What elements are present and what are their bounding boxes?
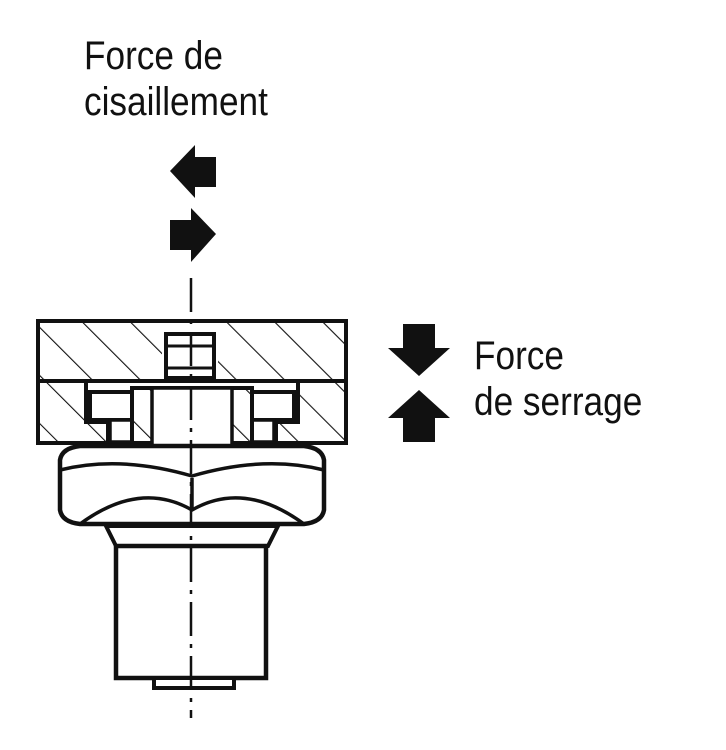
shear-arrows xyxy=(170,145,216,262)
shear-force-label-line1: Force de xyxy=(84,34,223,78)
arrow-down-icon xyxy=(388,324,450,376)
shear-force-label-line2: cisaillement xyxy=(84,80,268,124)
arrow-up-icon xyxy=(388,390,450,442)
arrow-left-icon xyxy=(170,145,216,198)
clamping-force-label: Force de serrage xyxy=(474,333,642,425)
clamping-force-label-line1: Force xyxy=(474,334,564,378)
clamp-arrows xyxy=(388,324,450,442)
clamping-force-label-line2: de serrage xyxy=(474,380,643,424)
shear-force-label: Force de cisaillement xyxy=(84,33,268,125)
arrow-right-icon xyxy=(170,208,216,262)
